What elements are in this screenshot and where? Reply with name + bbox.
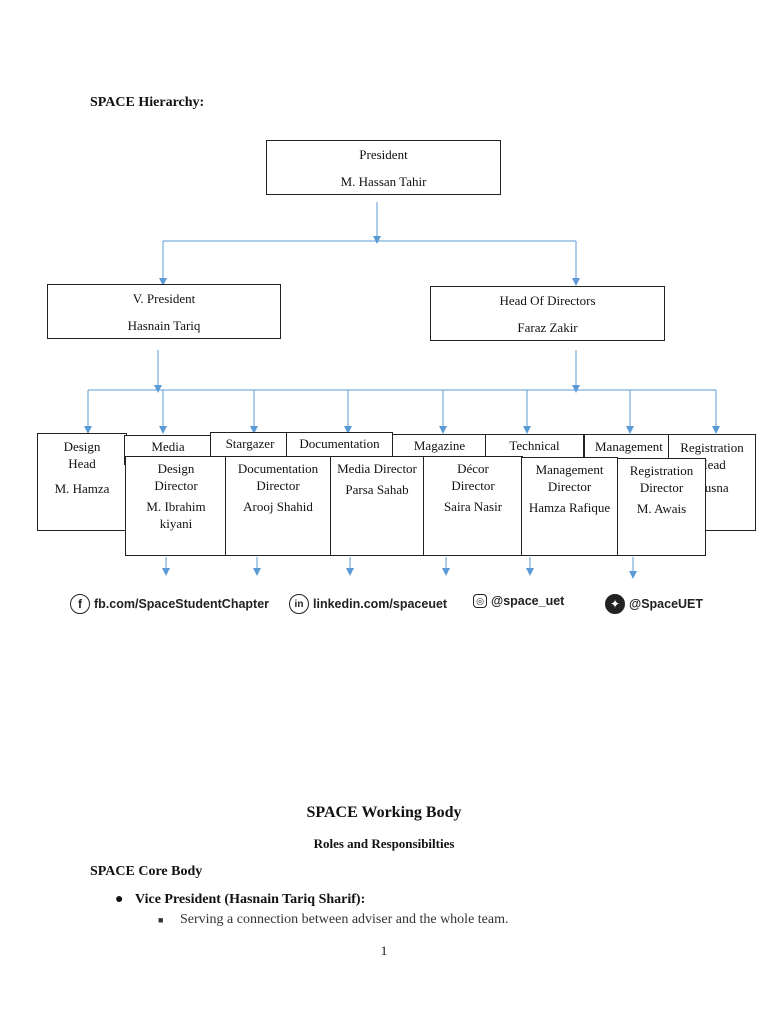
org-connectors (84, 202, 720, 579)
decor-director-name: Saira Nasir (443, 498, 503, 514)
registration-director-role: Registration Director (629, 463, 694, 495)
vp-bullet-text: Vice President (Hasnain Tariq Sharif): (135, 892, 366, 907)
management-director-name: Hamza Rafique (528, 499, 611, 515)
design-head-box: Design Head M. Hamza (37, 433, 127, 531)
documentation-director-box: Documentation Director Arooj Shahid (225, 456, 331, 556)
instagram-link[interactable]: ◎ @space_uet (473, 594, 564, 608)
twitter-icon: ✦ (605, 594, 625, 614)
twitter-handle: @SpaceUET (629, 597, 704, 611)
working-body-title: SPACE Working Body (306, 804, 462, 821)
twitter-link[interactable]: ✦ @SpaceUET (605, 594, 703, 614)
magazine-head-label: Magazine (413, 438, 466, 453)
hod-name: Faraz Zakir (517, 319, 578, 335)
president-name: M. Hassan Tahir (340, 173, 427, 189)
documentation-head-label: Documentation (299, 436, 380, 451)
design-director-role: Design Director (154, 461, 198, 493)
decor-director-role: Décor Director (451, 461, 495, 493)
registration-director-box: Registration Director M. Awais (617, 458, 706, 556)
hod-box: Head Of Directors Faraz Zakir (430, 286, 665, 341)
vp-role: V. President (132, 291, 196, 306)
hierarchy-title: SPACE Hierarchy: (90, 95, 205, 110)
linkedin-icon: in (289, 594, 309, 614)
page-number: 1 (380, 943, 388, 958)
vp-name: Hasnain Tariq (127, 317, 201, 333)
design-director-box: Design Director M. Ibrahim kiyani (125, 456, 227, 556)
bullet-icon: ● (115, 892, 124, 907)
sub-list-item: ■ Serving a connection between adviser an… (158, 912, 509, 928)
registration-director-name: M. Awais (636, 500, 687, 516)
facebook-icon: f (70, 594, 90, 614)
president-box: President M. Hassan Tahir (266, 140, 501, 195)
hod-role: Head Of Directors (499, 293, 596, 308)
instagram-icon: ◎ (473, 594, 487, 608)
documentation-director-name: Arooj Shahid (243, 498, 313, 514)
management-head-label: Management (595, 439, 663, 454)
core-body-list: ● Vice President (Hasnain Tariq Sharif): (115, 892, 365, 908)
vp-box: V. President Hasnain Tariq (47, 284, 281, 339)
media-director-box: Media Director Parsa Sahab (330, 456, 424, 556)
facebook-handle: fb.com/SpaceStudentChapter (94, 597, 270, 611)
instagram-handle: @space_uet (491, 594, 565, 608)
linkedin-handle: linkedin.com/spaceuet (313, 597, 448, 611)
list-item: ● Vice President (Hasnain Tariq Sharif): (115, 892, 365, 908)
roles-title: Roles and Responsibilties (313, 836, 455, 851)
square-bullet-icon: ■ (158, 914, 164, 925)
technical-head-label: Technical (509, 438, 560, 453)
media-director-role: Media Director (337, 461, 417, 476)
core-body-title: SPACE Core Body (90, 864, 203, 879)
management-director-role: Management Director (535, 462, 604, 494)
media-head-label: Media (151, 439, 185, 454)
stargazer-head-label: Stargazer (225, 436, 275, 451)
media-director-name: Parsa Sahab (345, 481, 409, 497)
vp-sub-bullet-text: Serving a connection between adviser and… (180, 912, 509, 927)
facebook-link[interactable]: f fb.com/SpaceStudentChapter (70, 594, 269, 614)
president-role: President (359, 147, 408, 162)
design-head-role: Design Head (63, 439, 101, 471)
design-director-name: M. Ibrahim kiyani (146, 498, 206, 531)
linkedin-link[interactable]: in linkedin.com/spaceuet (289, 594, 447, 614)
documentation-director-role: Documentation Director (237, 461, 319, 493)
design-head-name: M. Hamza (54, 480, 110, 496)
management-director-box: Management Director Hamza Rafique (521, 457, 618, 556)
decor-director-box: Décor Director Saira Nasir (423, 456, 523, 556)
